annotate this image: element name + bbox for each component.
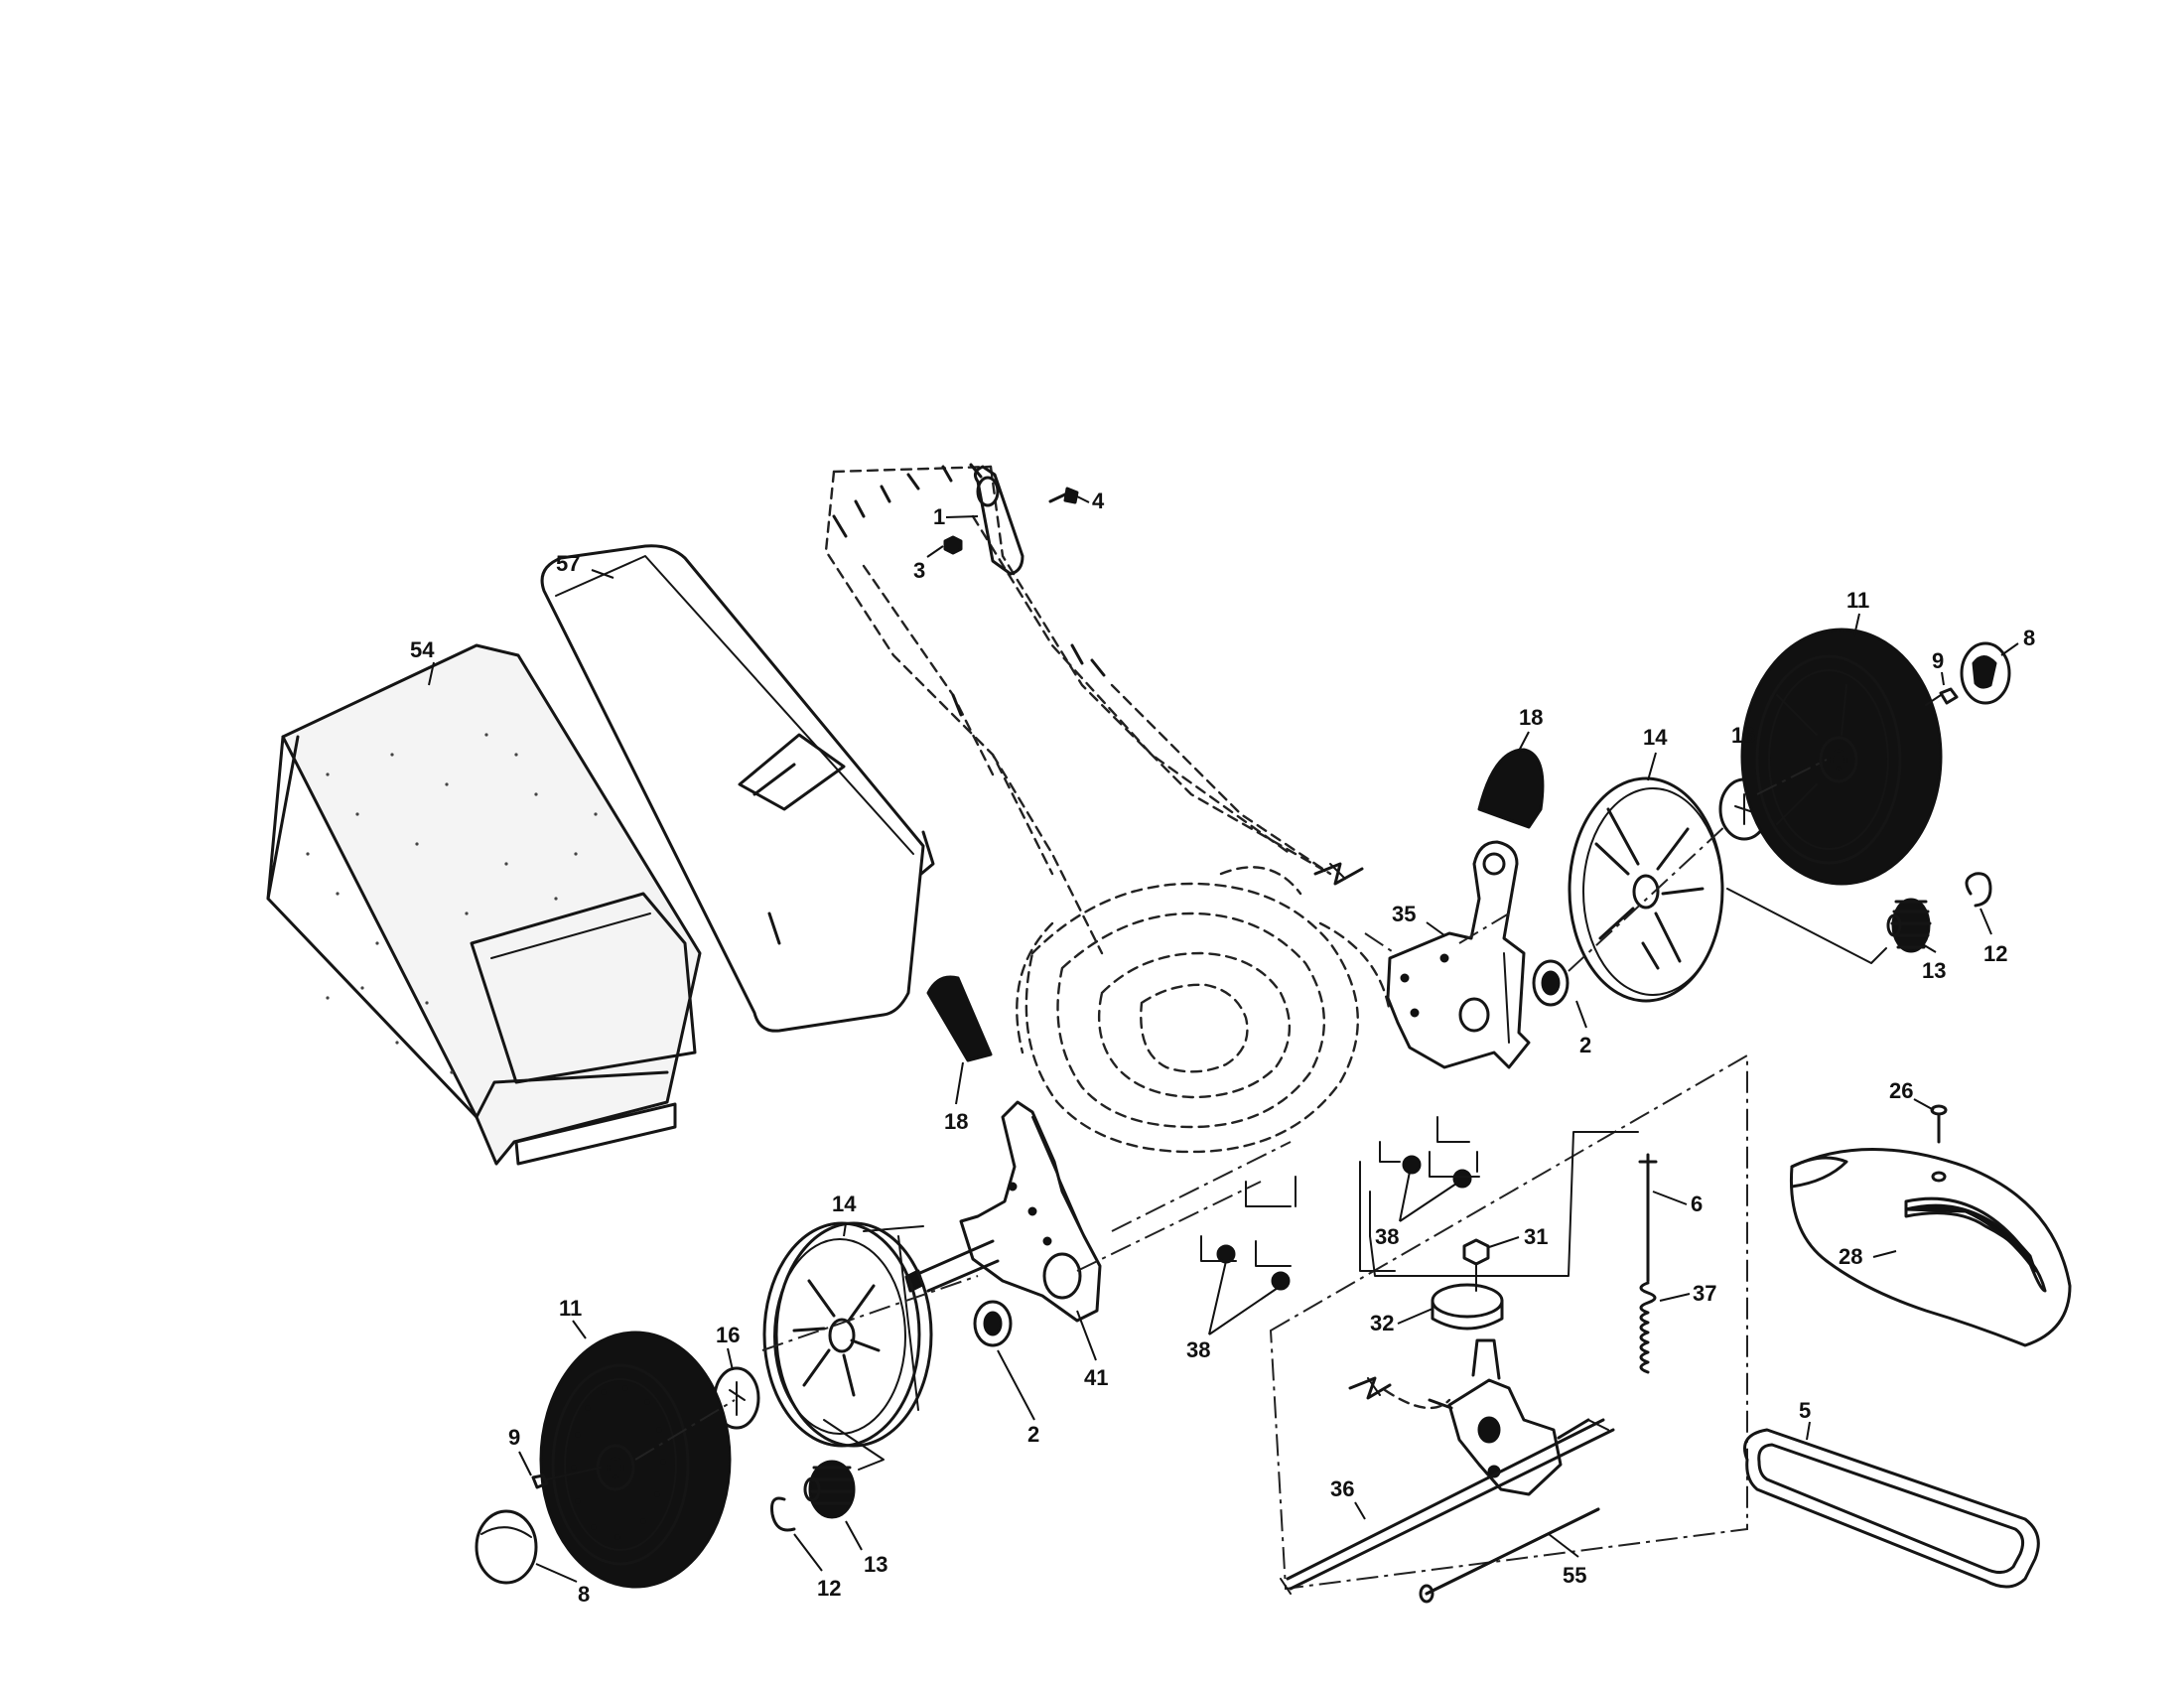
label-38-right: 38 <box>1375 1224 1399 1249</box>
leader-lines <box>428 495 2019 1583</box>
label-2-right: 2 <box>1579 1033 1591 1057</box>
pinion-gear-left <box>803 1460 856 1519</box>
label-55: 55 <box>1563 1563 1586 1588</box>
label-57: 57 <box>556 551 580 576</box>
height-bracket-left <box>904 1100 1102 1323</box>
height-bracket-right <box>1386 840 1531 1069</box>
label-1: 1 <box>933 504 945 529</box>
label-5: 5 <box>1799 1398 1811 1423</box>
label-11-left: 11 <box>559 1296 582 1321</box>
spring <box>1639 1281 1657 1374</box>
wheel-screw-right <box>1925 687 1959 706</box>
label-6: 6 <box>1691 1192 1703 1216</box>
drive-shaft <box>1419 1507 1600 1604</box>
label-28: 28 <box>1839 1244 1862 1269</box>
label-37: 37 <box>1693 1281 1716 1306</box>
hub-cap-right <box>1960 641 2011 705</box>
mower-deck-outline <box>1016 866 1392 1154</box>
wheel-rim-right <box>1568 776 1724 1003</box>
label-38-left: 38 <box>1186 1337 1210 1362</box>
pinion-gear-right <box>1886 898 1932 953</box>
axle-shaft <box>1280 1418 1615 1595</box>
adjuster-nuts-left <box>1200 1176 1297 1291</box>
label-26: 26 <box>1889 1078 1913 1103</box>
drive-pulley <box>1431 1283 1504 1331</box>
label-14-left: 14 <box>832 1192 857 1216</box>
handle-outline <box>824 463 1332 955</box>
bearing-right <box>1532 959 1570 1007</box>
adjuster-cover-right <box>1477 748 1545 829</box>
retaining-clip-right <box>1965 872 1992 908</box>
wheel-right <box>1740 628 1943 886</box>
wheel-screw-left <box>531 1467 602 1489</box>
label-35: 35 <box>1392 902 1416 926</box>
bag-frame <box>540 544 935 1033</box>
label-2-left: 2 <box>1027 1422 1039 1447</box>
label-16-left: 16 <box>716 1323 740 1347</box>
label-16-right: 16 <box>1731 723 1755 748</box>
label-12-right: 12 <box>1983 941 2007 966</box>
label-11-right: 11 <box>1846 588 1869 613</box>
transmission <box>1428 1338 1590 1496</box>
label-4: 4 <box>1092 489 1105 513</box>
label-31: 31 <box>1524 1224 1548 1249</box>
part-labels: 54 57 1 3 4 11 8 9 16 14 18 35 2 13 12 1… <box>410 489 2035 1607</box>
drive-outline-frame <box>1269 1053 1748 1591</box>
control-rod <box>1638 1153 1658 1283</box>
right-axle-linkage <box>1364 759 1887 972</box>
left-axle-linkage <box>634 1141 1292 1471</box>
hub-cap-left <box>475 1509 538 1585</box>
label-9-right: 9 <box>1932 648 1944 673</box>
handle-nut <box>943 535 963 555</box>
handle-lever <box>973 465 1024 576</box>
label-36: 36 <box>1330 1476 1354 1501</box>
drive-belt <box>1743 1428 2040 1589</box>
label-12-left: 12 <box>817 1576 841 1601</box>
label-32: 32 <box>1370 1311 1394 1335</box>
cover-screw <box>1930 1104 1948 1144</box>
retaining-clip-left <box>770 1496 796 1532</box>
adjuster-cover-left <box>926 975 993 1062</box>
label-18-right: 18 <box>1519 705 1543 730</box>
grass-bag <box>266 643 702 1166</box>
bearing-left <box>973 1300 1013 1347</box>
label-9-left: 9 <box>508 1425 520 1450</box>
label-18-left: 18 <box>944 1109 968 1134</box>
label-8-left: 8 <box>578 1582 590 1607</box>
wheel-rim-left <box>762 1221 933 1448</box>
label-14-right: 14 <box>1643 725 1668 750</box>
adjuster-nuts-right <box>1359 1116 1480 1272</box>
break-mark-upper <box>1313 862 1364 886</box>
label-54: 54 <box>410 637 435 662</box>
label-3: 3 <box>913 558 925 583</box>
label-13-right: 13 <box>1922 958 1946 983</box>
label-13-left: 13 <box>864 1552 887 1577</box>
label-41: 41 <box>1084 1365 1108 1390</box>
belt-cover <box>1789 1148 2072 1347</box>
break-mark-lower <box>1348 1376 1451 1410</box>
pulley-nut <box>1462 1238 1490 1292</box>
label-8-right: 8 <box>2023 626 2035 650</box>
handle-bolt <box>1048 487 1079 504</box>
